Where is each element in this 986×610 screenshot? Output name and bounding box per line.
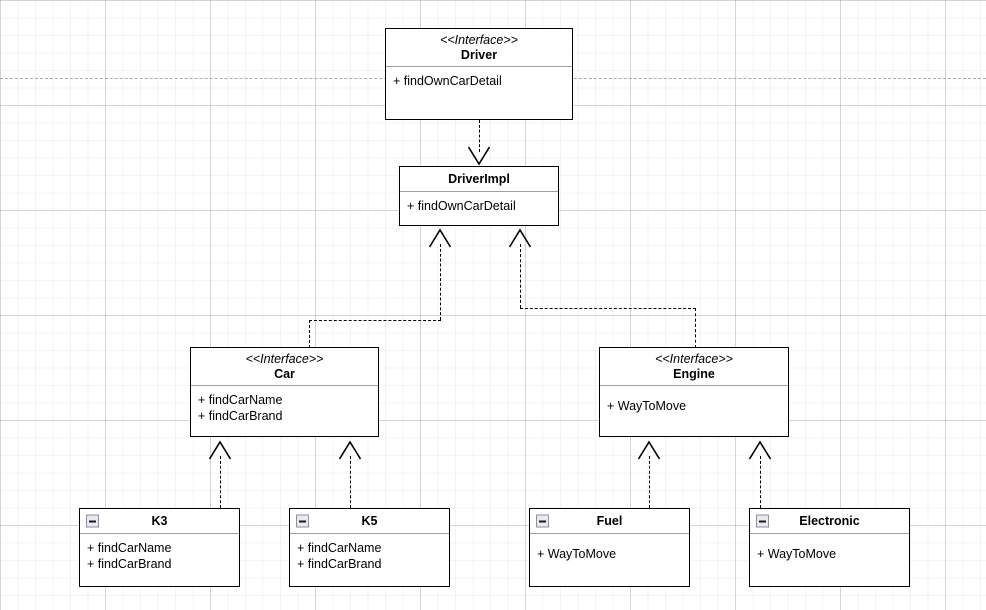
uml-class-engine-stereotype: <<Interface>> xyxy=(655,351,733,366)
connector-car-driverimpl-seg-v1 xyxy=(440,244,441,320)
uml-member: + findCarBrand xyxy=(87,557,172,571)
connector-k5-car-arrowhead xyxy=(338,440,362,460)
connector-electronic-engine-line xyxy=(760,456,761,508)
uml-member: + findCarName xyxy=(297,541,382,555)
uml-class-driver-members: + findOwnCarDetail xyxy=(386,67,572,119)
uml-class-car[interactable]: <<Interface>> Car + findCarName + findCa… xyxy=(190,347,379,437)
uml-class-k3-members: + findCarName + findCarBrand xyxy=(80,534,239,586)
connector-k3-car-line xyxy=(220,456,221,508)
uml-class-k5-header: K5 xyxy=(290,509,449,534)
connector-driverimpl-driver-arrowhead xyxy=(467,146,491,166)
connector-car-driverimpl-arrowhead xyxy=(428,228,452,248)
uml-class-engine-name: Engine xyxy=(673,366,715,381)
connector-car-driverimpl-seg-h xyxy=(309,320,441,321)
connector-engine-driverimpl-seg-v1 xyxy=(520,244,521,308)
uml-class-electronic-members: + WayToMove xyxy=(750,534,909,586)
uml-member: + findCarName xyxy=(198,393,283,407)
uml-member: + findCarBrand xyxy=(198,409,283,423)
collapse-minus-icon[interactable] xyxy=(536,514,549,528)
uml-class-engine-header: <<Interface>> Engine xyxy=(600,348,788,386)
collapse-minus-icon[interactable] xyxy=(86,514,99,528)
connector-electronic-engine-arrowhead xyxy=(748,440,772,460)
uml-class-fuel-members: + WayToMove xyxy=(530,534,689,586)
uml-class-electronic-name: Electronic xyxy=(799,513,860,528)
uml-class-k5-members: + findCarName + findCarBrand xyxy=(290,534,449,586)
uml-member: + WayToMove xyxy=(757,547,837,561)
uml-class-engine[interactable]: <<Interface>> Engine + WayToMove xyxy=(599,347,789,437)
uml-class-k3-name: K3 xyxy=(151,513,168,528)
uml-member: + findCarBrand xyxy=(297,557,382,571)
connector-engine-driverimpl-arrowhead xyxy=(508,228,532,248)
uml-member: + findOwnCarDetail xyxy=(407,199,516,213)
uml-class-driverimpl-header: DriverImpl xyxy=(400,167,558,192)
connector-driverimpl-driver-line xyxy=(479,120,480,152)
uml-class-fuel[interactable]: Fuel + WayToMove xyxy=(529,508,690,587)
uml-member: + findCarName xyxy=(87,541,172,555)
uml-class-car-stereotype: <<Interface>> xyxy=(245,351,324,366)
uml-class-driverimpl-members: + findOwnCarDetail xyxy=(400,192,558,225)
connector-k5-car-line xyxy=(350,456,351,508)
connector-engine-driverimpl-seg-v2 xyxy=(695,308,696,348)
uml-class-electronic[interactable]: Electronic + WayToMove xyxy=(749,508,910,587)
uml-class-driverimpl[interactable]: DriverImpl + findOwnCarDetail xyxy=(399,166,559,226)
connector-fuel-engine-line xyxy=(649,456,650,508)
uml-class-car-name: Car xyxy=(274,366,295,381)
uml-class-driverimpl-name: DriverImpl xyxy=(448,171,510,186)
uml-class-fuel-name: Fuel xyxy=(596,513,623,528)
uml-class-driver-header: <<Interface>> Driver xyxy=(386,29,572,67)
collapse-minus-icon[interactable] xyxy=(296,514,309,528)
uml-class-k3-header: K3 xyxy=(80,509,239,534)
uml-class-car-members: + findCarName + findCarBrand xyxy=(191,386,378,436)
uml-member: + WayToMove xyxy=(537,547,617,561)
uml-class-k5[interactable]: K5 + findCarName + findCarBrand xyxy=(289,508,450,587)
connector-k3-car-arrowhead xyxy=(208,440,232,460)
connector-car-driverimpl-seg-v2 xyxy=(309,320,310,348)
uml-class-driver-name: Driver xyxy=(460,47,498,62)
connector-engine-driverimpl-seg-h xyxy=(520,308,696,309)
uml-class-driver[interactable]: <<Interface>> Driver + findOwnCarDetail xyxy=(385,28,573,120)
connector-fuel-engine-arrowhead xyxy=(637,440,661,460)
uml-class-k3[interactable]: K3 + findCarName + findCarBrand xyxy=(79,508,240,587)
uml-class-electronic-header: Electronic xyxy=(750,509,909,534)
uml-class-k5-name: K5 xyxy=(361,513,378,528)
uml-class-driver-stereotype: <<Interface>> xyxy=(440,32,518,47)
uml-member: + WayToMove xyxy=(607,399,687,413)
uml-class-car-header: <<Interface>> Car xyxy=(191,348,378,386)
collapse-minus-icon[interactable] xyxy=(756,514,769,528)
uml-class-engine-members: + WayToMove xyxy=(600,386,788,436)
uml-member: + findOwnCarDetail xyxy=(393,74,502,88)
uml-class-fuel-header: Fuel xyxy=(530,509,689,534)
